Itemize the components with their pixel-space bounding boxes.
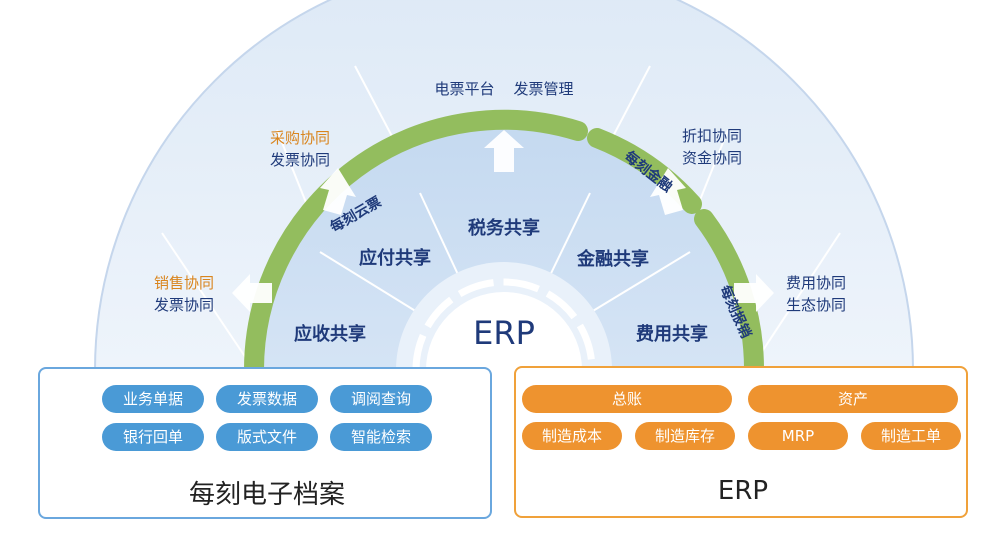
sector-expense: 费用共享 bbox=[636, 324, 708, 345]
inner-divider bbox=[319, 251, 431, 321]
green-arc-finance bbox=[587, 128, 702, 214]
core-disc bbox=[426, 292, 582, 372]
outer-label-upper-right: 折扣协同 资金协同 bbox=[682, 125, 742, 169]
archive-pill[interactable]: 调阅查询 bbox=[330, 385, 432, 413]
erp-pill[interactable]: 制造工单 bbox=[861, 422, 961, 450]
outer-label-text: 发票协同 bbox=[153, 296, 215, 314]
erp-box-title: ERP bbox=[717, 476, 769, 506]
outer-label-right: 费用协同 生态协同 bbox=[786, 272, 846, 316]
arrow-up-icon bbox=[484, 130, 524, 172]
archive-box-title: 每刻电子档案 bbox=[188, 480, 346, 510]
erp-pill[interactable]: 总账 bbox=[522, 385, 732, 413]
outer-label-text: 电票平台 bbox=[434, 80, 495, 98]
archive-box: 业务单据 发票数据 调阅查询 银行回单 版式文件 智能检索 每刻电子档案 bbox=[38, 367, 492, 519]
archive-pill[interactable]: 版式文件 bbox=[216, 423, 318, 451]
erp-pill[interactable]: MRP bbox=[748, 422, 848, 450]
outer-label-text: 费用协同 bbox=[785, 274, 847, 292]
outer-label-text: 销售协同 bbox=[153, 274, 215, 292]
erp-pill[interactable]: 制造库存 bbox=[635, 422, 735, 450]
sector-receivable: 应收共享 bbox=[294, 324, 366, 345]
erp-pill[interactable]: 制造成本 bbox=[522, 422, 622, 450]
outer-label-text: 资金协同 bbox=[681, 149, 743, 167]
core-label: ERP bbox=[473, 314, 535, 352]
outer-label-text: 采购协同 bbox=[269, 129, 331, 147]
inner-divider bbox=[577, 251, 691, 321]
archive-pill[interactable]: 业务单据 bbox=[102, 385, 204, 413]
outer-label-text: 发票管理 bbox=[513, 80, 574, 98]
outer-label-top: 电票平台 发票管理 bbox=[434, 78, 573, 100]
arrow-up-icon bbox=[320, 168, 356, 215]
archive-pill[interactable]: 智能检索 bbox=[330, 423, 432, 451]
inner-ring bbox=[254, 120, 754, 370]
archive-pill[interactable]: 发票数据 bbox=[216, 385, 318, 413]
outer-label-left: 销售协同 发票协同 bbox=[154, 272, 214, 316]
outer-label-upper-left: 采购协同 发票协同 bbox=[270, 127, 330, 171]
outer-divider bbox=[161, 232, 255, 371]
archive-pill[interactable]: 银行回单 bbox=[102, 423, 204, 451]
sector-tax: 税务共享 bbox=[468, 218, 540, 239]
outer-label-text: 发票协同 bbox=[269, 151, 331, 169]
outer-divider bbox=[749, 232, 841, 371]
arrow-left-icon bbox=[232, 274, 272, 312]
erp-pill[interactable]: 资产 bbox=[748, 385, 958, 413]
sector-payable: 应付共享 bbox=[359, 248, 431, 269]
erp-box: 总账 资产 制造成本 制造库存 MRP 制造工单 ERP bbox=[514, 366, 968, 518]
arrow-right-icon bbox=[734, 274, 774, 312]
arrow-up-icon bbox=[650, 168, 686, 215]
sector-finance: 金融共享 bbox=[577, 249, 649, 270]
outer-label-text: 折扣协同 bbox=[681, 127, 743, 145]
outer-label-text: 生态协同 bbox=[785, 296, 847, 314]
